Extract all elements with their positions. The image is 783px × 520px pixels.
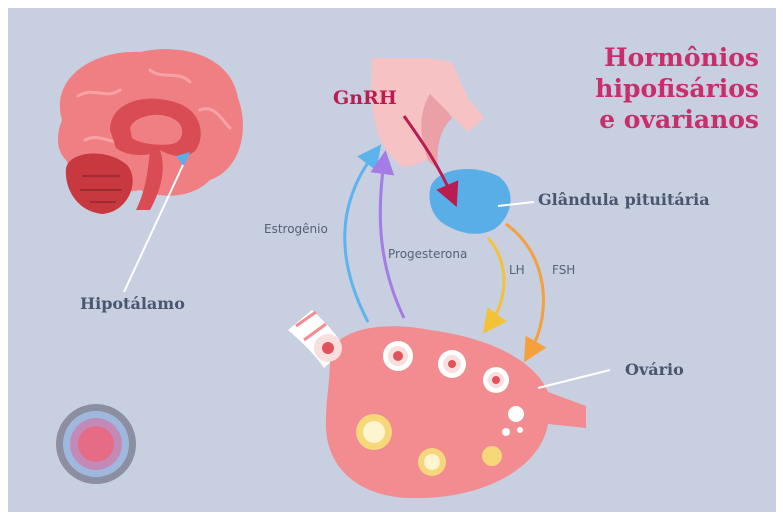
lh-label: LH xyxy=(509,263,525,277)
hypothalamus-label: Hipotálamo xyxy=(80,294,185,313)
follicle-cross-section xyxy=(56,404,136,484)
pituitary-label: Glândula pituitária xyxy=(538,190,710,209)
gnrh-label: GnRH xyxy=(333,87,397,109)
progesterone-label: Progesterona xyxy=(388,247,467,261)
title-line-2: hipofisários xyxy=(595,73,759,104)
title-line-3: e ovarianos xyxy=(599,104,759,135)
estrogen-label: Estrogênio xyxy=(264,222,328,236)
title-line-1: Hormônios xyxy=(604,42,759,73)
ovary-label: Ovário xyxy=(625,360,684,379)
fsh-label: FSH xyxy=(552,263,575,277)
